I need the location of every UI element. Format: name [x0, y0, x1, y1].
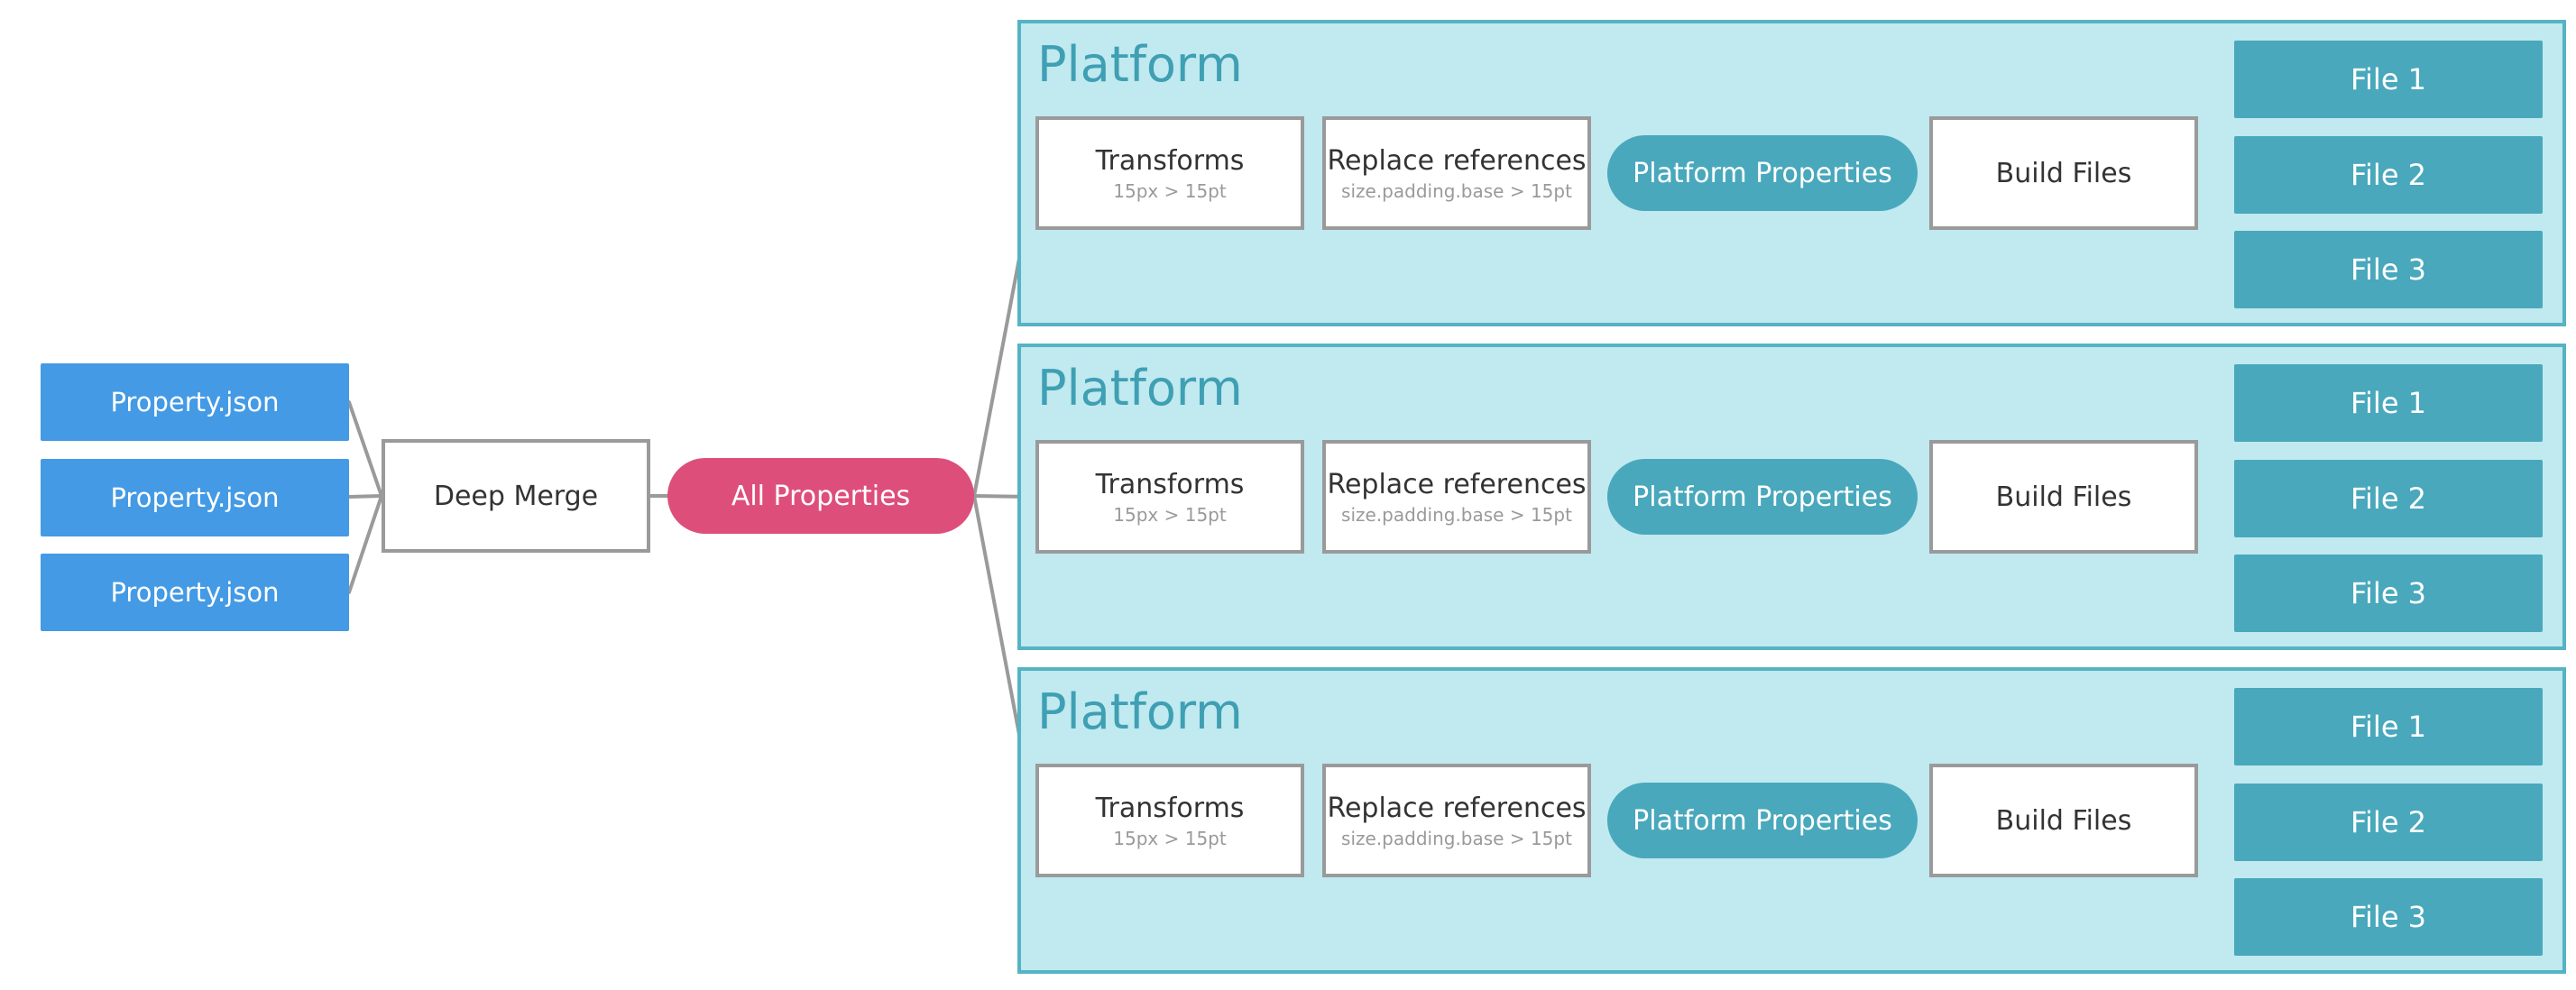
node-label: All Properties [731, 480, 911, 512]
node-label: File 1 [2350, 386, 2427, 420]
file-node-2: File 2 [2234, 460, 2543, 537]
node-label: Build Files [1995, 804, 2132, 837]
file-node-3: File 3 [2234, 555, 2543, 632]
transforms-node: Transforms 15px > 15pt [1035, 116, 1304, 230]
node-sublabel: size.padding.base > 15pt [1341, 827, 1572, 849]
node-sublabel: 15px > 15pt [1113, 503, 1227, 526]
node-label: Platform Properties [1633, 157, 1892, 189]
connector-line [347, 494, 383, 499]
node-label: Property.json [110, 482, 280, 513]
node-label: File 3 [2350, 576, 2427, 610]
node-label: Platform Properties [1633, 481, 1892, 513]
node-label: Property.json [110, 577, 280, 608]
node-label: Replace references [1327, 468, 1587, 500]
node-label: Replace references [1327, 792, 1587, 824]
node-label: Build Files [1995, 157, 2132, 189]
file-node-1: File 1 [2234, 688, 2543, 765]
node-label: Replace references [1327, 144, 1587, 177]
property-json-node-1: Property.json [41, 363, 349, 441]
property-json-node-2: Property.json [41, 459, 349, 536]
file-node-1: File 1 [2234, 364, 2543, 442]
file-node-2: File 2 [2234, 136, 2543, 214]
file-node-3: File 3 [2234, 231, 2543, 308]
property-json-node-3: Property.json [41, 554, 349, 631]
connector-line [347, 494, 383, 594]
node-label: Build Files [1995, 481, 2132, 513]
node-label: File 1 [2350, 62, 2427, 96]
platform-title: Platform [1037, 683, 1243, 740]
all-properties-node: All Properties [667, 458, 974, 534]
node-label: File 3 [2350, 252, 2427, 287]
node-label: File 2 [2350, 481, 2427, 516]
replace-references-node: Replace references size.padding.base > 1… [1322, 764, 1591, 877]
replace-references-node: Replace references size.padding.base > 1… [1322, 440, 1591, 554]
node-label: Deep Merge [433, 480, 599, 512]
node-label: File 2 [2350, 805, 2427, 839]
deep-merge-node: Deep Merge [382, 439, 650, 553]
transforms-node: Transforms 15px > 15pt [1035, 764, 1304, 877]
transforms-node: Transforms 15px > 15pt [1035, 440, 1304, 554]
file-node-3: File 3 [2234, 878, 2543, 956]
node-label: File 2 [2350, 158, 2427, 192]
node-sublabel: size.padding.base > 15pt [1341, 179, 1572, 202]
file-node-2: File 2 [2234, 784, 2543, 861]
platform-properties-node: Platform Properties [1607, 783, 1918, 858]
node-sublabel: 15px > 15pt [1113, 827, 1227, 849]
node-sublabel: 15px > 15pt [1113, 179, 1227, 202]
build-files-node: Build Files [1929, 764, 2198, 877]
node-label: Platform Properties [1633, 804, 1892, 837]
platform-title: Platform [1037, 36, 1243, 93]
replace-references-node: Replace references size.padding.base > 1… [1322, 116, 1591, 230]
connector-line [347, 400, 383, 498]
node-label: Transforms [1095, 792, 1245, 824]
node-label: Property.json [110, 387, 280, 417]
platform-properties-node: Platform Properties [1607, 459, 1918, 535]
node-label: Transforms [1095, 144, 1245, 177]
build-files-node: Build Files [1929, 116, 2198, 230]
node-label: Transforms [1095, 468, 1245, 500]
platform-properties-node: Platform Properties [1607, 135, 1918, 211]
build-files-node: Build Files [1929, 440, 2198, 554]
node-sublabel: size.padding.base > 15pt [1341, 503, 1572, 526]
node-label: File 1 [2350, 710, 2427, 744]
node-label: File 3 [2350, 900, 2427, 934]
platform-title: Platform [1037, 360, 1243, 417]
file-node-1: File 1 [2234, 41, 2543, 118]
